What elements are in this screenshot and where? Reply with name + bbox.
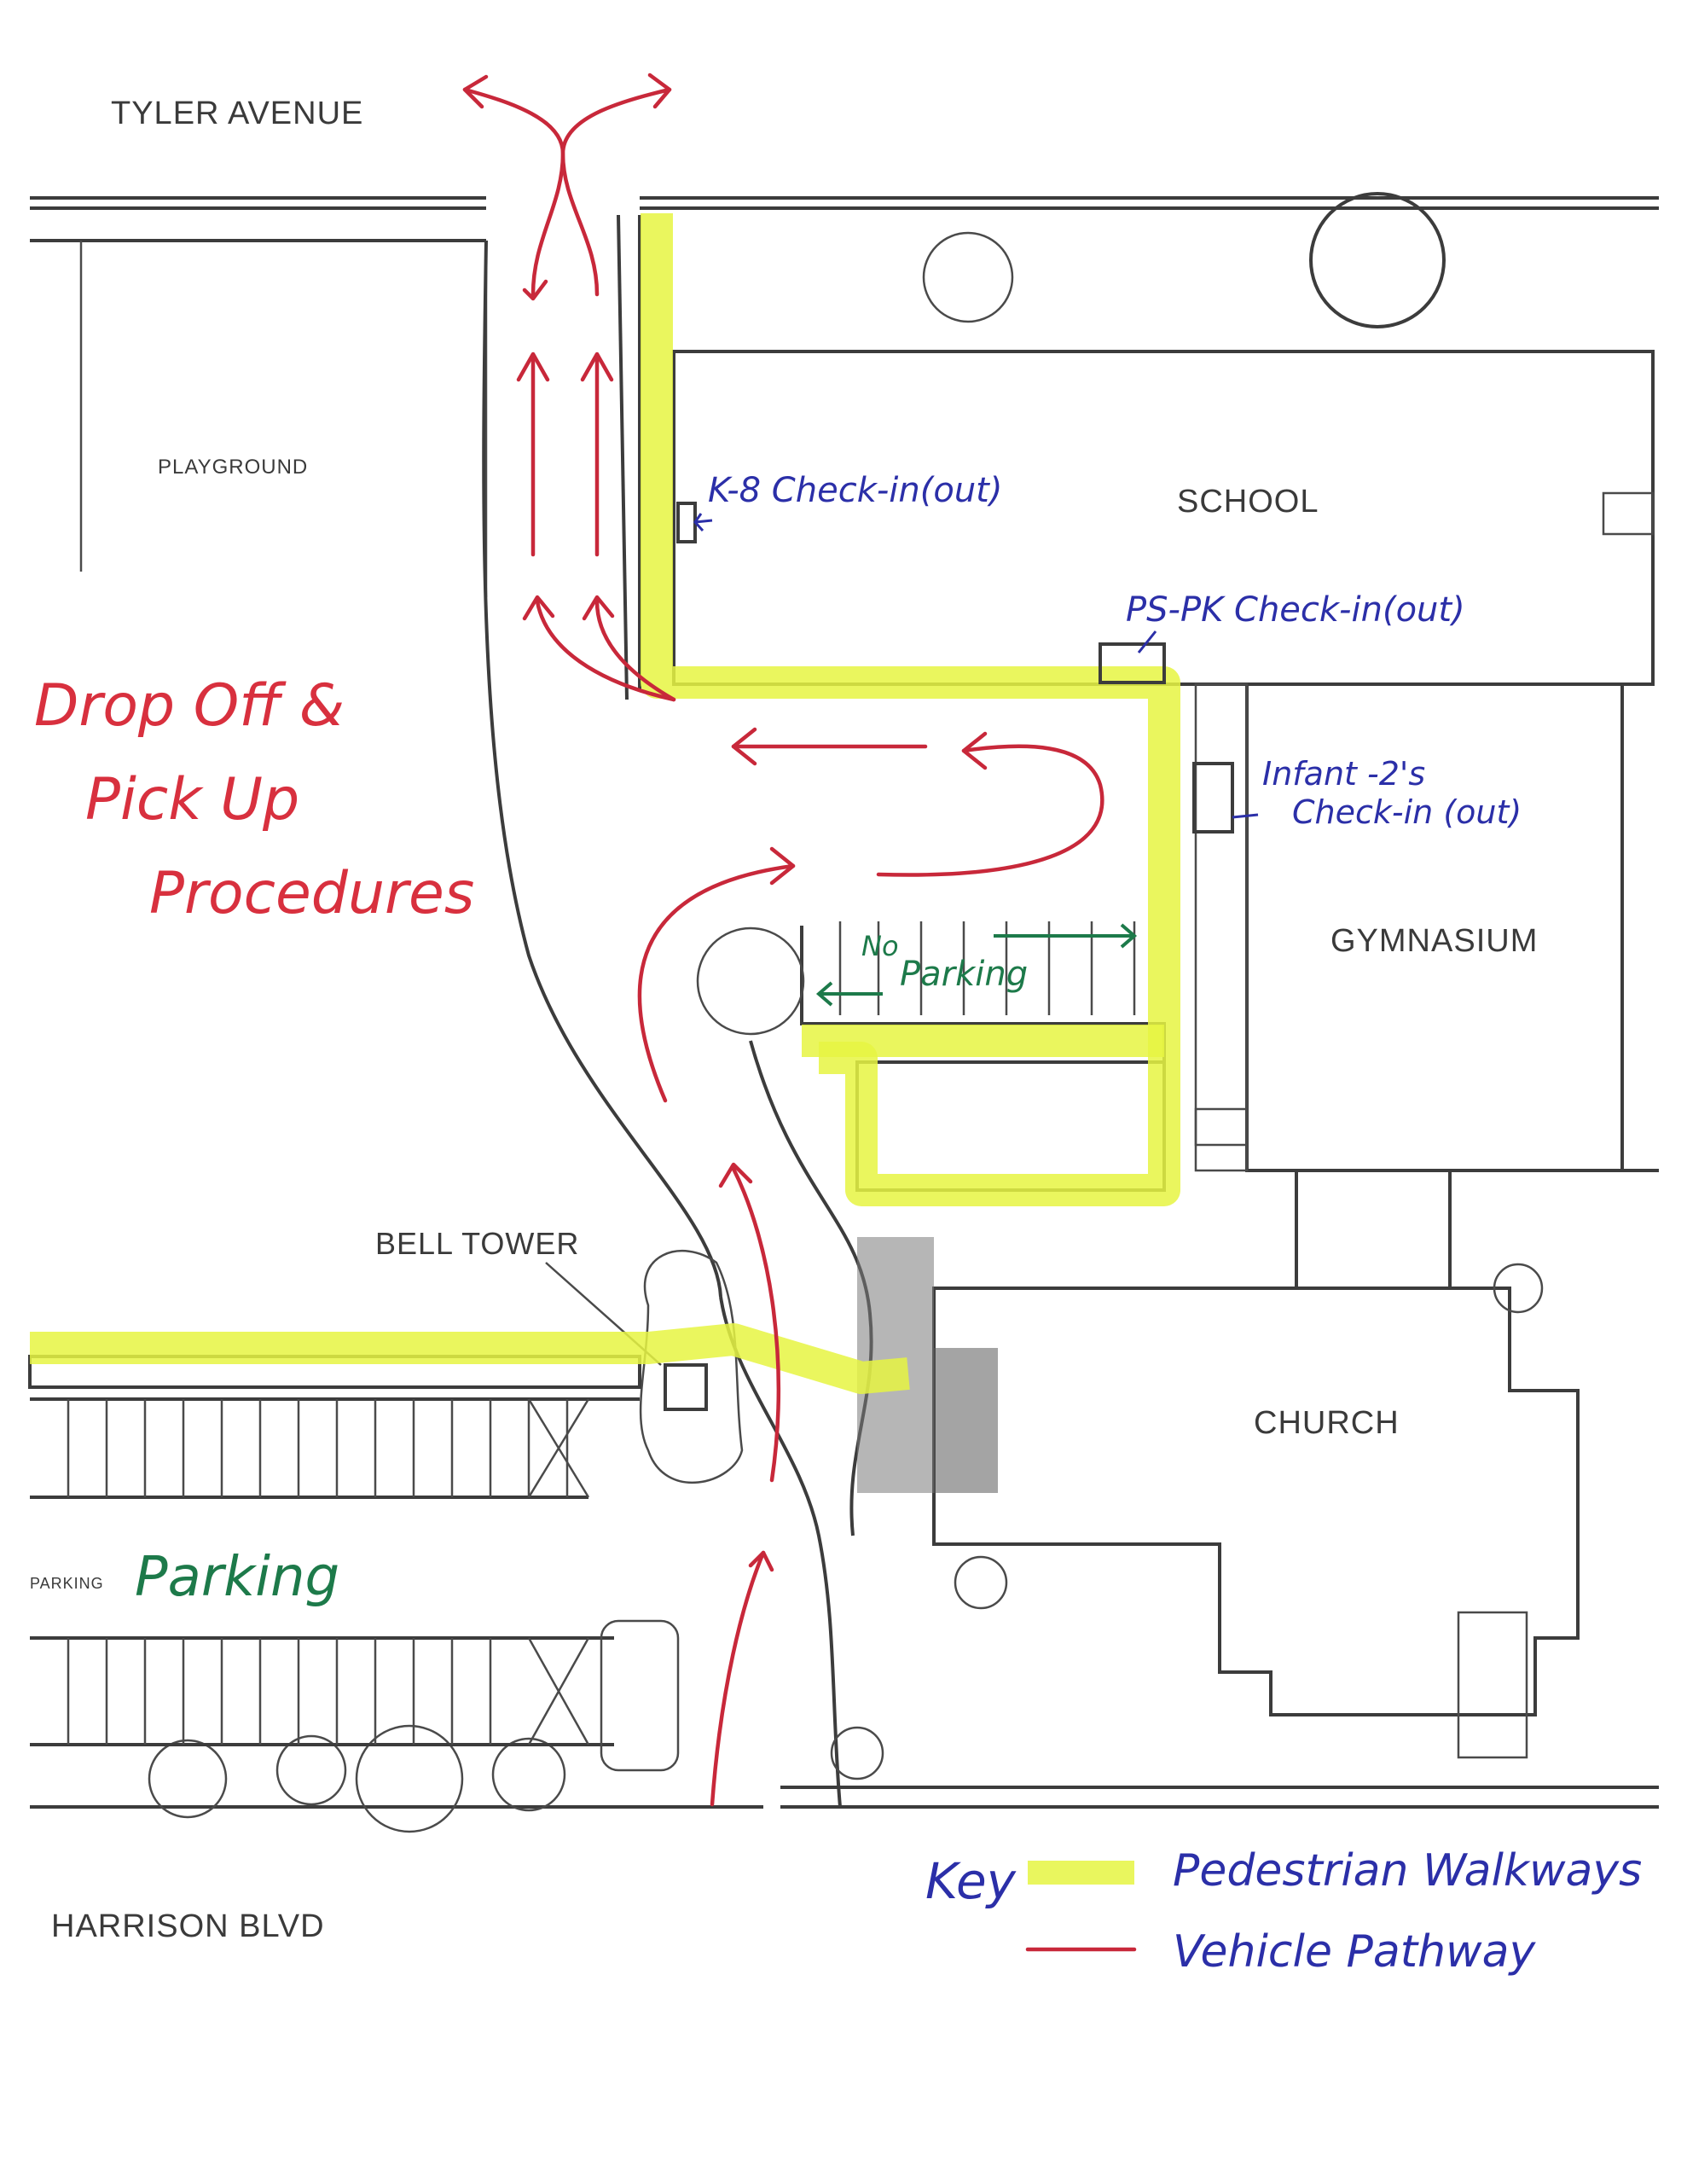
church-building: [932, 1169, 1659, 1759]
title-line3: Procedures: [149, 860, 474, 927]
key-pedestrian: Pedestrian Walkways: [1173, 1845, 1642, 1896]
gymnasium-building: [1194, 682, 1624, 1172]
label-bell-tower: BELL TOWER: [375, 1226, 579, 1261]
label-parking-handwritten: Parking: [135, 1546, 339, 1609]
vehicle-pathways: [462, 73, 1104, 1807]
no-parking-line1: No: [861, 930, 899, 962]
no-parking-markers: [815, 923, 1138, 1007]
label-gymnasium: GYMNASIUM: [1330, 923, 1538, 959]
checkin-infant-line1: Infant -2's: [1262, 755, 1425, 793]
bell-tower: [545, 1250, 744, 1484]
checkin-infant-line2: Check-in (out): [1292, 793, 1522, 831]
playground: [79, 241, 488, 597]
checkin-markers: [676, 502, 1259, 834]
school-building: [672, 350, 1655, 686]
checkin-k8: K-8 Check-in(out): [708, 471, 1002, 510]
parking-rows: [28, 1355, 680, 1772]
no-parking-line2: Parking: [900, 955, 1028, 994]
street-harrison: HARRISON BLVD: [51, 1908, 325, 1944]
label-school: SCHOOL: [1177, 484, 1319, 520]
legend-swatches: [1025, 1861, 1137, 1952]
key-vehicle: Vehicle Pathway: [1173, 1926, 1536, 1978]
street-tyler: TYLER AVENUE: [111, 96, 363, 131]
pedestrian-walkways: [30, 213, 1180, 1394]
trees: [148, 192, 1544, 1833]
title-line1: Drop Off &: [34, 672, 345, 740]
key-label: Key: [925, 1852, 1017, 1910]
label-church: CHURCH: [1254, 1405, 1400, 1441]
label-parking-printed: PARKING: [30, 1575, 104, 1592]
label-playground: PLAYGROUND: [158, 456, 308, 479]
checkin-pspk: PS-PK Check-in(out): [1126, 590, 1465, 630]
property-lines: [30, 196, 1659, 1809]
title-line2: Pick Up: [85, 766, 299, 834]
driveway: [482, 214, 873, 1808]
